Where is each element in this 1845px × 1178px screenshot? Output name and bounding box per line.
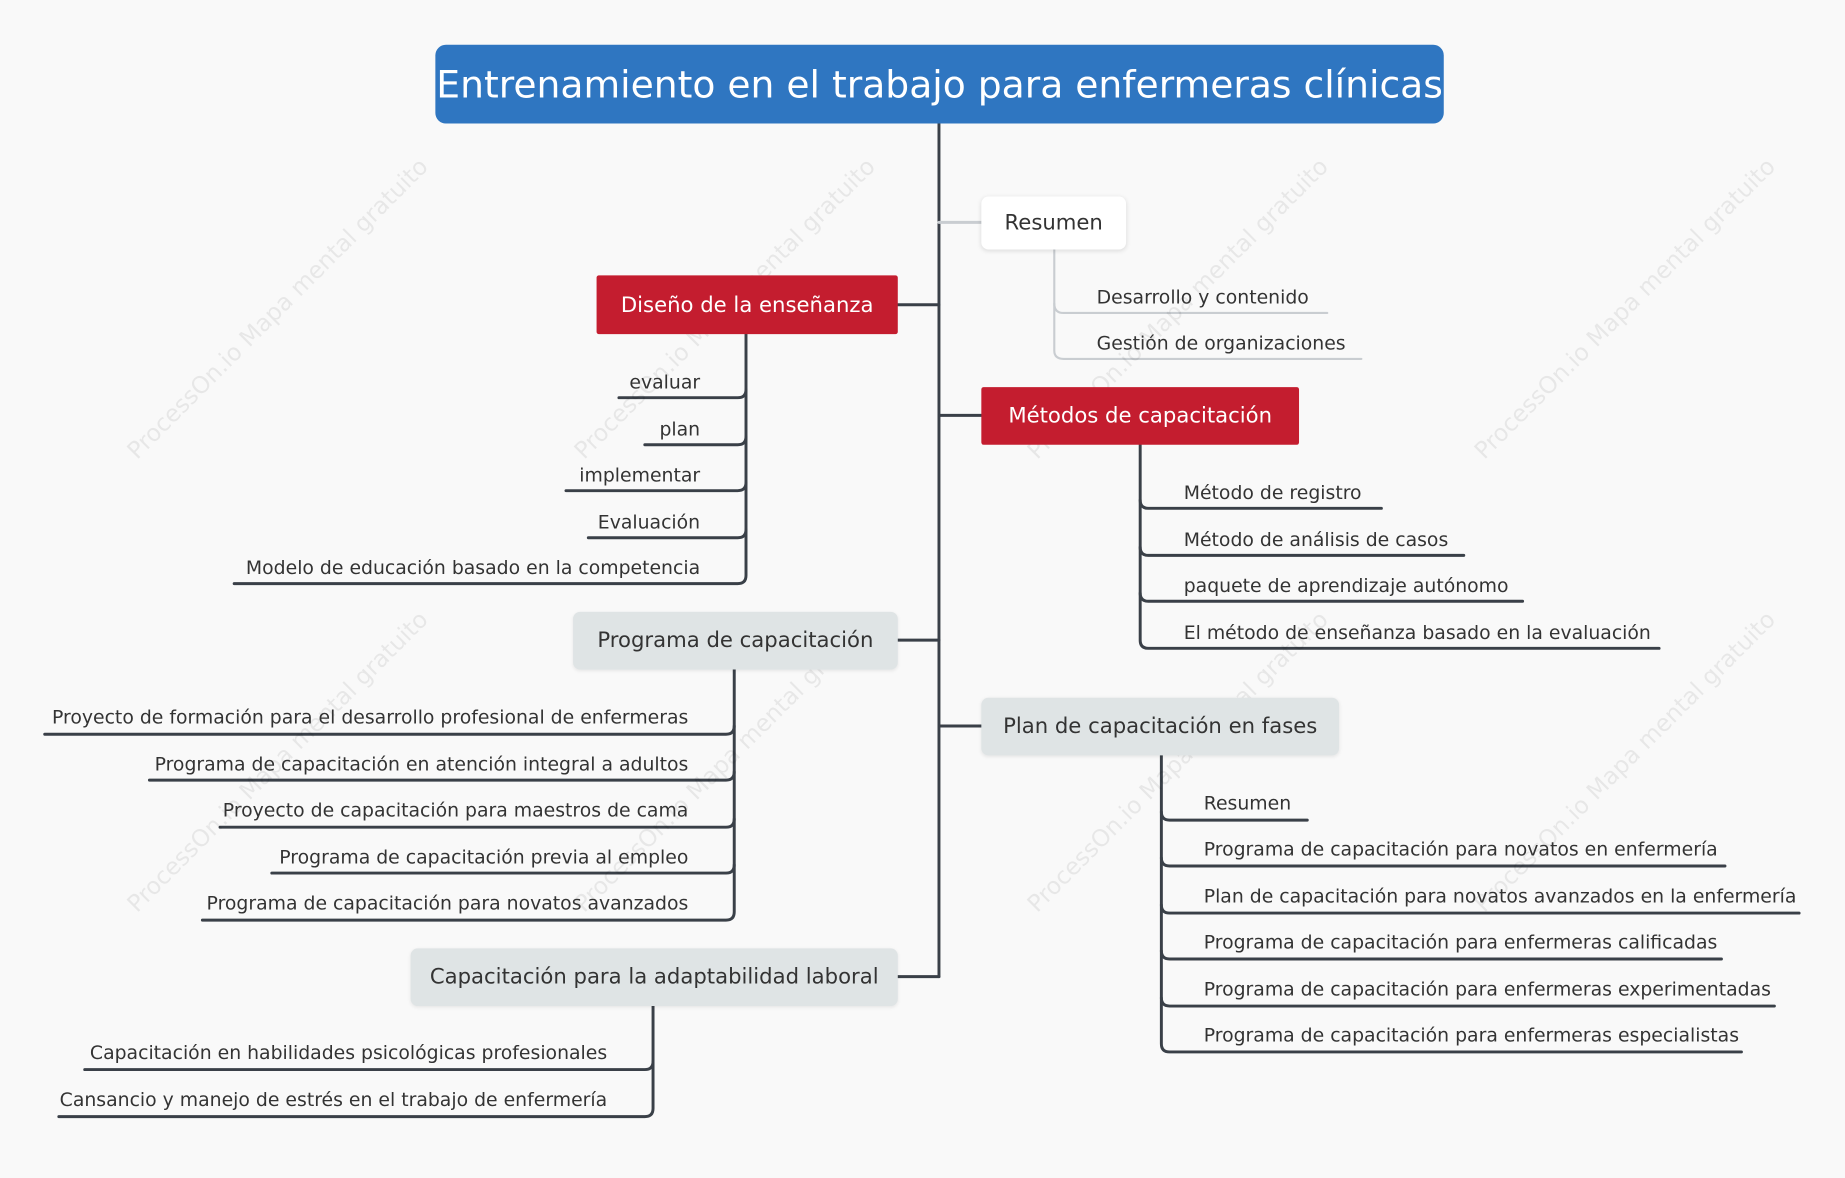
leaf-habilidades-psicologicas[interactable]: Capacitación en habilidades psicológicas… — [89, 1041, 608, 1064]
leaf-fases-calificadas[interactable]: Programa de capacitación para enfermeras… — [1203, 930, 1718, 954]
leaf-programa-previa-empleo[interactable]: Programa de capacitación previa al emple… — [279, 846, 689, 869]
leaf-plan[interactable]: plan — [659, 417, 701, 441]
branch-programa-capacitacion[interactable]: Programa de capacitación — [573, 611, 898, 670]
leaf-programa-novatos-avanzados[interactable]: Programa de capacitación para novatos av… — [206, 891, 689, 915]
root-topic[interactable]: Entrenamiento en el trabajo para enferme… — [435, 44, 1444, 124]
leaf-proyecto-maestros-cama[interactable]: Proyecto de capacitación para maestros d… — [222, 798, 689, 822]
connector-programa-child-5 — [200, 863, 736, 922]
leaf-modelo-competencia[interactable]: Modelo de educación basado en la compete… — [245, 556, 701, 579]
leaf-metodo-registro[interactable]: Método de registro — [1183, 481, 1362, 504]
leaf-cansancio-estres[interactable]: Cansancio y manejo de estrés en el traba… — [59, 1088, 608, 1111]
leaf-metodo-analisis-casos[interactable]: Método de análisis de casos — [1183, 528, 1449, 551]
leaf-paquete-aprendizaje[interactable]: paquete de aprendizaje autónomo — [1183, 574, 1509, 597]
leaf-evaluacion[interactable]: Evaluación — [597, 510, 701, 534]
connector-metodos-child-4 — [1138, 591, 1661, 650]
leaf-implementar[interactable]: implementar — [579, 463, 701, 486]
connector-diseno-child-5 — [232, 528, 748, 586]
leaf-fases-novatos-enfermeria[interactable]: Programa de capacitación para novatos en… — [1203, 837, 1718, 861]
branch-adaptabilidad-laboral[interactable]: Capacitación para la adaptabilidad labor… — [410, 948, 898, 1007]
leaf-fases-novatos-avanzados[interactable]: Plan de capacitación para novatos avanza… — [1203, 884, 1797, 908]
branch-diseno-ensenanza[interactable]: Diseño de la enseñanza — [596, 275, 898, 335]
connector-plan-fases-child-6 — [1159, 996, 1743, 1054]
leaf-metodo-ensenanza-evaluacion[interactable]: El método de enseñanza basado en la eval… — [1183, 621, 1651, 644]
leaf-programa-atencion-integral[interactable]: Programa de capacitación en atención int… — [154, 753, 689, 776]
leaf-fases-resumen[interactable]: Resumen — [1203, 791, 1292, 815]
leaf-proyecto-desarrollo-profesional[interactable]: Proyecto de formación para el desarrollo… — [51, 705, 689, 729]
connector-resumen-child-2 — [1053, 302, 1363, 360]
leaf-fases-experimentadas[interactable]: Programa de capacitación para enfermeras… — [1203, 977, 1771, 1001]
branch-plan-fases[interactable]: Plan de capacitación en fases — [981, 697, 1340, 756]
branch-resumen[interactable]: Resumen — [981, 196, 1127, 250]
branch-metodos-capacitacion[interactable]: Métodos de capacitación — [981, 387, 1300, 445]
leaf-desarrollo-contenido[interactable]: Desarrollo y contenido — [1096, 285, 1309, 309]
leaf-fases-especialistas[interactable]: Programa de capacitación para enfermeras… — [1203, 1023, 1740, 1047]
leaf-evaluar[interactable]: evaluar — [629, 370, 701, 394]
leaf-gestion-organizaciones[interactable]: Gestión de organizaciones — [1096, 331, 1346, 355]
connector-adaptabilidad-child-2 — [57, 1059, 655, 1119]
